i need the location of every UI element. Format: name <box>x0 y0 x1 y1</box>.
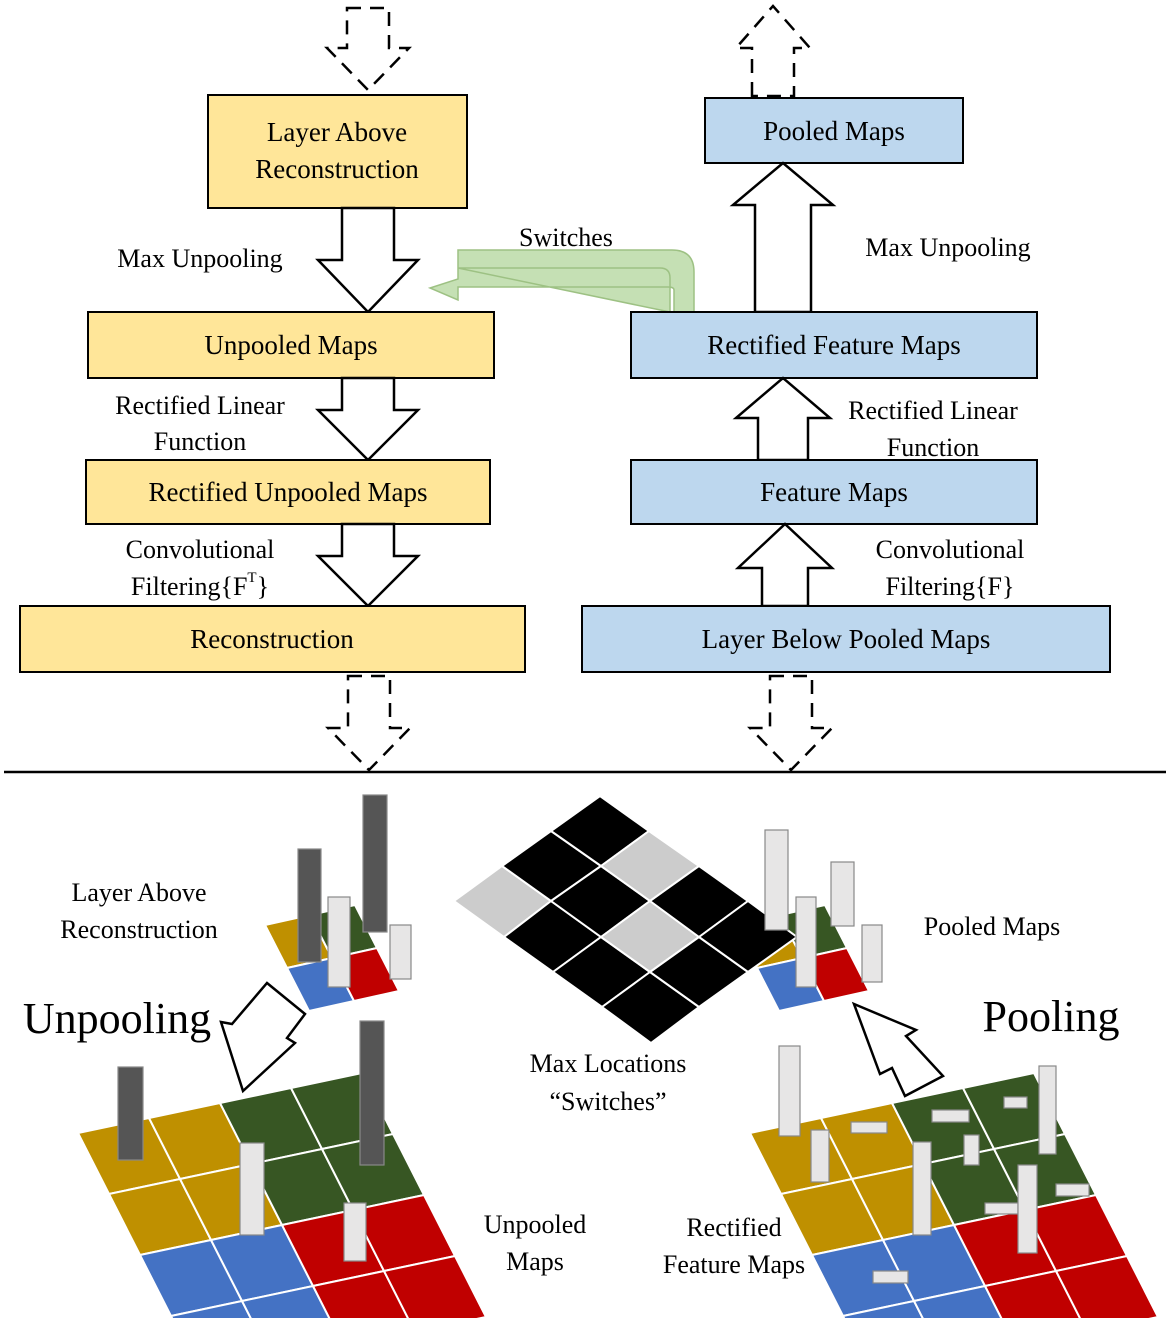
arrow-down-conv-left <box>314 522 422 608</box>
box-layer-above-reconstruction <box>207 94 468 209</box>
label-conv-right-line2: Filtering{F} <box>886 572 1015 601</box>
box-rectified-feature-maps <box>630 311 1038 379</box>
bar-light <box>861 924 883 983</box>
bar-light <box>912 1141 932 1236</box>
dashed-arrow-top-left <box>324 6 412 92</box>
switches-arrow <box>427 249 695 313</box>
box-feature-maps-text: Feature Maps <box>760 477 908 507</box>
box-layer-above-line2: Reconstruction <box>255 154 419 184</box>
label-max-unpooling-left: Max Unpooling <box>117 244 282 273</box>
label-rectified-right-line2: Function <box>887 433 979 462</box>
grid-tile <box>1054 1254 1160 1318</box>
grid-tile <box>169 1299 252 1318</box>
conv-left-superscript: T <box>247 570 256 586</box>
bar-light <box>764 829 789 931</box>
box-rectified-feature-text: Rectified Feature Maps <box>707 330 960 360</box>
bar-dark <box>359 1020 385 1166</box>
conv-left-formula-end: } <box>257 572 269 601</box>
bar-light <box>1038 1065 1057 1155</box>
arrow-unpooling <box>219 981 307 1094</box>
bar-light <box>931 1109 970 1123</box>
label-unpooled-maps-line2: Maps <box>506 1247 564 1276</box>
box-feature-maps <box>630 459 1038 525</box>
bar-light <box>830 861 855 927</box>
bar-light <box>872 1270 909 1284</box>
bar-light <box>343 1202 367 1262</box>
grid-tile <box>800 946 871 1003</box>
label-rectified-feature-line2: Feature Maps <box>663 1250 805 1279</box>
label-pooled-maps: Pooled Maps <box>924 912 1061 941</box>
bar-light <box>239 1142 265 1236</box>
grid-tile <box>841 1299 924 1318</box>
bar-dark <box>117 1066 144 1161</box>
label-unpooled-maps-line1: Unpooled <box>484 1210 587 1239</box>
bar-light <box>850 1121 888 1134</box>
box-layer-below-pooled-maps <box>581 605 1111 673</box>
box-rectified-unpooled-text: Rectified Unpooled Maps <box>149 477 428 507</box>
bar-light <box>1055 1183 1090 1197</box>
bar-light <box>327 896 351 988</box>
label-rectified-feature-line1: Rectified <box>686 1213 781 1242</box>
label-max-locations-line2: “Switches” <box>550 1087 667 1116</box>
switches-matrix <box>452 794 799 1045</box>
label-conv-left-line2: Filtering{FT} <box>131 570 269 601</box>
bar-light <box>389 924 412 980</box>
label-layer-above-line2: Reconstruction <box>60 915 217 944</box>
box-pooled-maps-text: Pooled Maps <box>763 116 905 146</box>
grid-tile <box>382 1254 488 1318</box>
label-unpooling-title: Unpooling <box>23 994 211 1043</box>
label-pooling-title: Pooling <box>983 992 1120 1041</box>
bar-light <box>778 1045 801 1137</box>
box-unpooled-maps-text: Unpooled Maps <box>204 330 377 360</box>
conv-left-formula: {F <box>220 572 247 601</box>
bar-light <box>795 896 817 988</box>
box-unpooled-maps <box>87 311 495 379</box>
bar-dark <box>297 848 322 963</box>
label-conv-right-line1: Convolutional <box>876 535 1025 564</box>
label-layer-above-line1: Layer Above <box>71 878 206 907</box>
arrow-up-max-unpooling-right <box>729 161 837 314</box>
arrow-down-rectified-left <box>314 376 422 462</box>
arrow-pooling <box>851 1001 946 1098</box>
label-rectified-left-line2: Function <box>154 427 246 456</box>
box-layer-below-text: Layer Below Pooled Maps <box>702 624 991 654</box>
box-rectified-unpooled-maps <box>85 459 491 525</box>
box-reconstruction <box>19 605 526 673</box>
grid-tile <box>240 1284 331 1318</box>
label-rectified-left-line1: Rectified Linear <box>115 391 285 420</box>
box-reconstruction-text: Reconstruction <box>190 624 354 654</box>
bar-light <box>810 1129 830 1183</box>
box-layer-above-line1: Layer Above <box>267 117 407 147</box>
bar-light <box>1003 1096 1028 1109</box>
label-switches: Switches <box>519 223 613 252</box>
arrow-up-rectified-right <box>732 376 834 462</box>
label-rectified-right-line1: Rectified Linear <box>848 396 1018 425</box>
grid-tile <box>912 1284 1003 1318</box>
dashed-arrow-top-right <box>733 4 813 98</box>
label-max-locations-line1: Max Locations <box>530 1049 687 1078</box>
arrow-up-conv-right <box>734 522 836 608</box>
dashed-arrow-bottom-left <box>325 674 413 772</box>
bar-light <box>1017 1164 1038 1254</box>
label-max-unpooling-right: Max Unpooling <box>865 233 1030 262</box>
arrow-down-max-unpooling <box>315 206 421 314</box>
conv-left-filtering: Filtering <box>131 572 221 601</box>
bar-light <box>963 1134 980 1166</box>
label-conv-left-line1: Convolutional <box>126 535 275 564</box>
bar-light <box>984 1202 1019 1215</box>
grid-tile <box>311 1269 410 1318</box>
dashed-arrow-bottom-right <box>747 674 835 772</box>
box-pooled-maps <box>704 97 964 164</box>
bar-dark <box>362 794 388 933</box>
grid-tile <box>983 1269 1082 1318</box>
